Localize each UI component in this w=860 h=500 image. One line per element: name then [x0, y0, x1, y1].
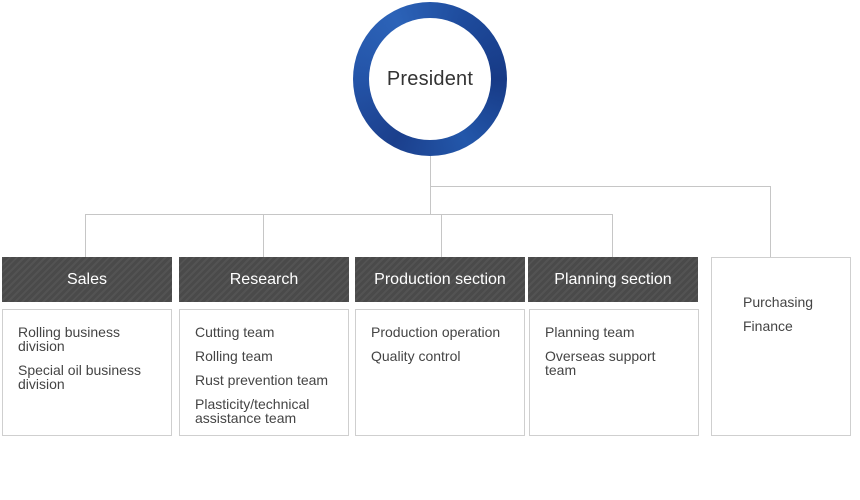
connector-sales	[85, 214, 86, 257]
dept-body-research: Cutting team Rolling team Rust preventio…	[179, 309, 349, 436]
dept-header-sales: Sales	[2, 257, 172, 302]
dept-header-research: Research	[179, 257, 349, 302]
connector-research	[263, 214, 264, 257]
connector-staff-down	[770, 186, 771, 257]
dept-item: Quality control	[371, 348, 461, 364]
president-ring-center: President	[369, 18, 491, 140]
president-node: President	[353, 2, 507, 156]
dept-body-production: Production operation Quality control	[355, 309, 525, 436]
dept-item: Overseas support team	[545, 348, 656, 378]
dept-header-planning: Planning section	[528, 257, 698, 302]
connector-divisions-horizontal	[85, 214, 613, 215]
connector-production	[441, 214, 442, 257]
dept-item: Production operation	[371, 324, 501, 340]
dept-item: Special oil business division	[18, 362, 141, 392]
president-label: President	[386, 67, 474, 90]
dept-body-sales: Rolling business division Special oil bu…	[2, 309, 172, 436]
dept-item: Rolling team	[195, 348, 273, 364]
dept-body-planning: Planning team Overseas support team	[529, 309, 699, 436]
staff-item-purchasing: Purchasing	[743, 294, 814, 310]
dept-item: Rolling business division	[18, 324, 120, 354]
dept-item: Planning team	[545, 324, 635, 340]
dept-item: Cutting team	[195, 324, 275, 340]
dept-item: Plasticity/technical assistance team	[195, 396, 310, 426]
connector-staff-horizontal	[430, 186, 771, 187]
connector-planning	[612, 214, 613, 257]
dept-header-production: Production section	[355, 257, 525, 302]
dept-item: Rust prevention team	[195, 372, 329, 388]
staff-box: Purchasing Finance	[711, 257, 851, 436]
connector-president-down	[430, 156, 431, 215]
staff-item-finance: Finance	[743, 318, 793, 334]
